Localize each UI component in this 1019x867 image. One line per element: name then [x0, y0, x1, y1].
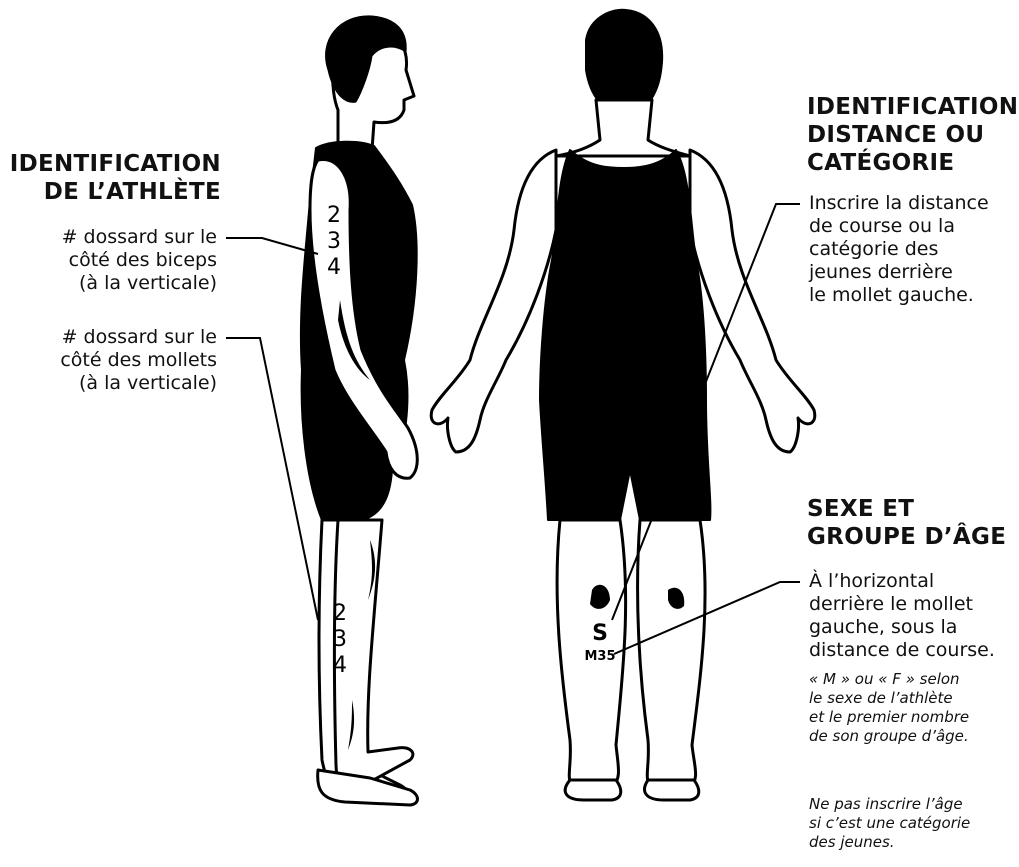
calf-letter: S: [592, 621, 608, 646]
calf-note-line-1: # dossard sur le: [0, 326, 217, 349]
back-left-arm: [431, 150, 556, 452]
back-neck: [556, 100, 690, 156]
back-right-arm: [690, 150, 815, 452]
distance-heading-line-1: IDENTIFICATION: [807, 93, 1017, 121]
calf-note-line-2: côté des mollets: [0, 349, 217, 372]
sex-age-text-line-4: distance de course.: [809, 639, 1019, 662]
distance-category-text: Inscrire la distance de course ou la cat…: [809, 192, 1019, 307]
note1-line-4: de son groupe d’âge.: [809, 727, 1019, 746]
back-right-leg: [638, 520, 706, 786]
bicep-note-line-2: côté des biceps: [0, 249, 217, 272]
leg-digit-3: 4: [333, 653, 347, 678]
sex-age-heading: SEXE ET GROUPE D’ÂGE: [807, 495, 1017, 551]
note1-line-1: « M » ou « F » selon: [809, 670, 1019, 689]
sex-age-note-2: Ne pas inscrire l’âge si c’est une catég…: [809, 795, 1019, 852]
distance-heading-line-3: CATÉGORIE: [807, 149, 1017, 177]
note2-line-1: Ne pas inscrire l’âge: [809, 795, 1019, 814]
distance-heading-line-2: DISTANCE OU: [807, 121, 1017, 149]
bicep-note-line-1: # dossard sur le: [0, 226, 217, 249]
calf-note: # dossard sur le côté des mollets (à la …: [0, 326, 217, 395]
back-singlet: [540, 150, 710, 520]
note2-line-2: si c’est une catégorie: [809, 814, 1019, 833]
sex-age-text-line-3: gauche, sous la: [809, 616, 1019, 639]
distance-text-line-5: le mollet gauche.: [809, 284, 1019, 307]
calf-note-line-3: (à la verticale): [0, 372, 217, 395]
sex-age-text-line-1: À l’horizontal: [809, 570, 1019, 593]
athlete-id-heading-line-2: DE L’ATHLÈTE: [0, 178, 221, 206]
bicep-note-line-3: (à la verticale): [0, 272, 217, 295]
arm-digit-3: 4: [327, 255, 341, 280]
note1-line-3: et le premier nombre: [809, 708, 1019, 727]
distance-text-line-2: de course ou la: [809, 215, 1019, 238]
leg-digit-1: 2: [333, 601, 347, 626]
sex-age-text: À l’horizontal derrière le mollet gauche…: [809, 570, 1019, 662]
sex-age-note-1: « M » ou « F » selon le sexe de l’athlèt…: [809, 670, 1019, 746]
calf-code: M35: [584, 649, 615, 664]
sex-age-heading-line-2: GROUPE D’ÂGE: [807, 523, 1017, 551]
sex-age-heading-line-1: SEXE ET: [807, 495, 1017, 523]
bicep-leader: [226, 238, 318, 254]
athlete-id-heading: IDENTIFICATION DE L’ATHLÈTE: [0, 150, 221, 206]
distance-text-line-3: catégorie des: [809, 238, 1019, 261]
side-view-athlete: [301, 16, 418, 805]
back-left-foot: [565, 780, 621, 800]
athlete-id-heading-line-1: IDENTIFICATION: [0, 150, 221, 178]
distance-category-heading: IDENTIFICATION DISTANCE OU CATÉGORIE: [807, 93, 1017, 177]
back-right-foot: [645, 780, 699, 800]
bicep-note: # dossard sur le côté des biceps (à la v…: [0, 226, 217, 295]
arm-digit-1: 2: [327, 203, 341, 228]
note1-line-2: le sexe de l’athlète: [809, 689, 1019, 708]
note2-line-3: des jeunes.: [809, 833, 1019, 852]
arm-digit-2: 3: [327, 229, 341, 254]
leg-digit-2: 3: [333, 627, 347, 652]
sex-age-text-line-2: derrière le mollet: [809, 593, 1019, 616]
distance-text-line-1: Inscrire la distance: [809, 192, 1019, 215]
distance-text-line-4: jeunes derrière: [809, 261, 1019, 284]
back-view-athlete: [431, 10, 815, 800]
